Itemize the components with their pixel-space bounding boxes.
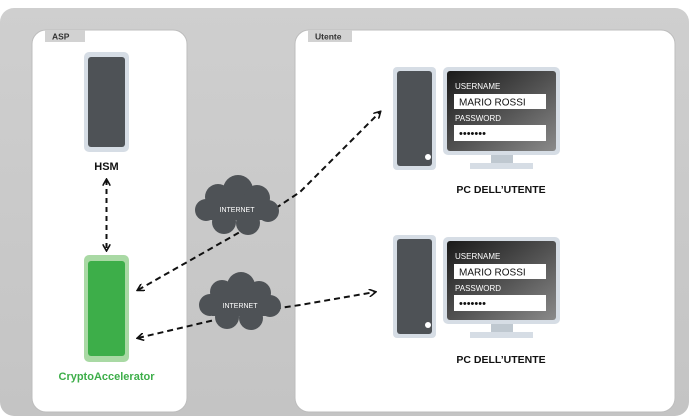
username-value: MARIO ROSSI [459,98,526,109]
username-label: USERNAME [455,252,500,261]
username-value: MARIO ROSSI [459,268,526,279]
user-pc: USERNAME MARIO ROSSI PASSWORD ••••••• PC… [393,67,560,196]
crypto-accelerator-label: CryptoAccelerator [59,371,156,383]
utente-tab [308,30,352,42]
utente-title: Utente [315,32,342,42]
asp-title: ASP [52,32,70,42]
hsm-label: HSM [94,161,118,173]
username-field [454,264,546,279]
pc-label: PC DELL’UTENTE [456,354,545,366]
pc-monitor: USERNAME MARIO ROSSI PASSWORD ••••••• [443,67,560,169]
username-field [454,94,546,109]
crypto-accelerator-device [84,255,129,362]
pc-tower [393,67,436,170]
password-label: PASSWORD [455,284,501,293]
password-label: PASSWORD [455,114,501,123]
pc-tower [393,235,436,338]
password-field [454,125,546,141]
password-value: ••••••• [459,298,486,310]
pc-monitor: USERNAME MARIO ROSSI PASSWORD ••••••• [443,237,560,338]
cloud-label: INTERNET [220,207,256,214]
password-value: ••••••• [459,128,486,140]
username-label: USERNAME [455,82,500,91]
pc-label: PC DELL’UTENTE [456,184,545,196]
user-pc: USERNAME MARIO ROSSI PASSWORD ••••••• PC… [393,235,560,366]
cloud-icon: INTERNET [195,175,279,235]
hsm-device [84,52,129,152]
password-field [454,295,546,311]
cloud-icon: INTERNET [199,272,281,330]
cloud-label: INTERNET [223,303,259,310]
asp-tab [45,30,85,42]
